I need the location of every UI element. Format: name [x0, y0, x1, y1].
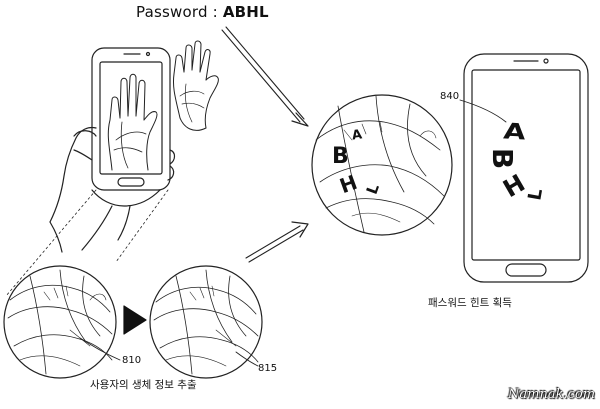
ref-815: 815	[258, 363, 278, 374]
ref-840: 840	[440, 91, 460, 102]
palm-closeup-left	[3, 265, 117, 379]
password-label: Password :	[136, 3, 218, 21]
screen-letter-b: B	[486, 147, 520, 170]
caption-extract: 사용자의 생체 정보 추출	[90, 379, 197, 391]
right-phone	[463, 53, 589, 283]
left-phone	[91, 47, 171, 191]
arrow-triangle-icon	[123, 305, 147, 335]
screen-letter-a: A	[502, 119, 527, 146]
leader-815	[235, 351, 259, 367]
circle-letter-b: B	[332, 144, 349, 169]
palm-closeup-right	[149, 265, 263, 379]
palm-on-phone-icon	[107, 73, 158, 171]
holding-hand-icon	[49, 126, 176, 253]
palm-reference-icon	[173, 40, 219, 131]
arrow-to-magnified-icon	[221, 26, 309, 127]
password-value: ABHL	[222, 3, 269, 21]
caption-hint: 패스워드 힌트 획득	[428, 297, 512, 309]
projection-lines	[5, 189, 169, 297]
magnified-palm-hint	[311, 94, 453, 236]
circle-letter-a: A	[351, 127, 364, 144]
ref-810: 810	[122, 355, 142, 366]
leader-840	[459, 99, 507, 123]
password-line: Password : ABHL	[136, 5, 269, 20]
arrow-from-closeup-icon	[245, 221, 309, 263]
leader-810	[79, 337, 121, 361]
watermark: Namnak.com	[508, 387, 596, 402]
